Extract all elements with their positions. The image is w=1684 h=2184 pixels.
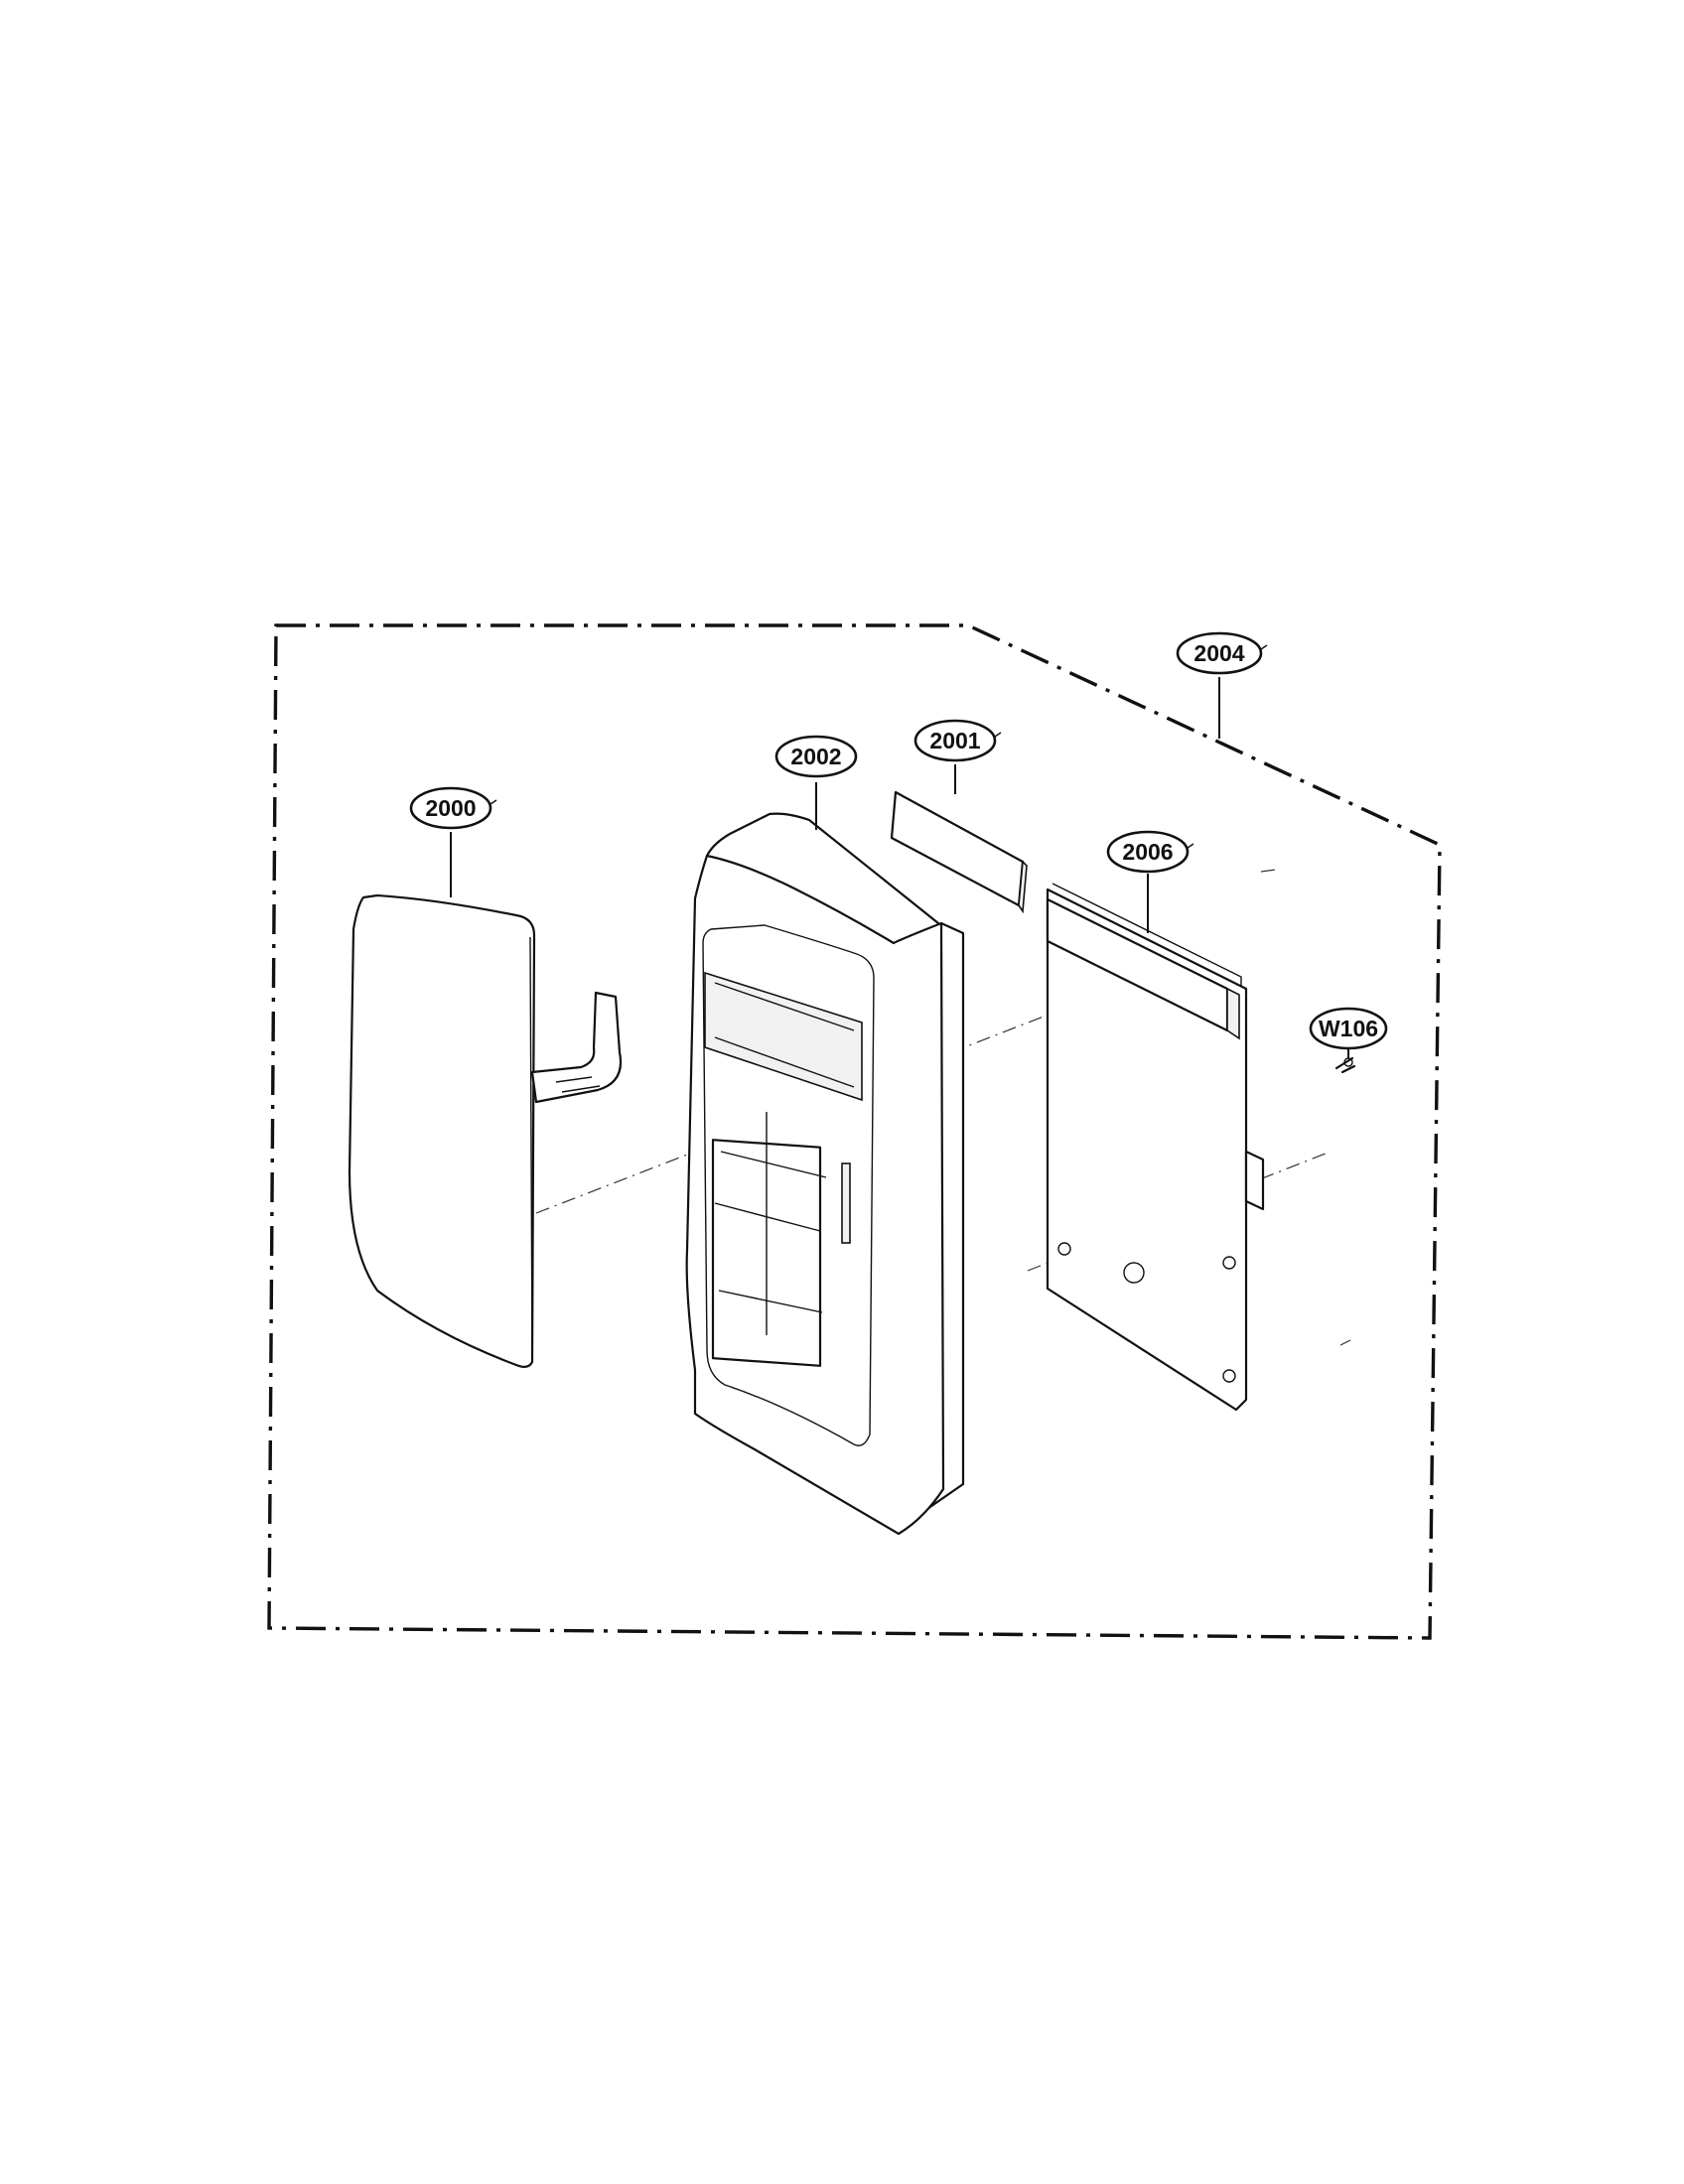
callout-2000: 2000 bbox=[409, 786, 492, 830]
svg-text:W106: W106 bbox=[1319, 1016, 1378, 1041]
callout-2004: 2004 bbox=[1176, 631, 1263, 675]
svg-text:2000: 2000 bbox=[425, 795, 476, 821]
housing-part bbox=[685, 812, 965, 1536]
callout-2006: 2006 bbox=[1106, 830, 1190, 874]
window-film-part bbox=[890, 790, 1028, 914]
pcb-hole bbox=[1057, 1242, 1071, 1256]
screw-part bbox=[1334, 1056, 1356, 1074]
key-pad-part bbox=[348, 893, 623, 1369]
display-window bbox=[704, 971, 863, 1102]
svg-text:2004: 2004 bbox=[1193, 640, 1244, 666]
svg-text:2001: 2001 bbox=[929, 728, 980, 753]
svg-text:2002: 2002 bbox=[790, 744, 841, 769]
assembly-boundary bbox=[267, 623, 1442, 1640]
pcb-hole bbox=[1123, 1262, 1145, 1284]
callout-2002: 2002 bbox=[774, 735, 858, 778]
side-slot bbox=[841, 1162, 851, 1244]
svg-text:2006: 2006 bbox=[1122, 839, 1173, 865]
flex-cable bbox=[530, 991, 623, 1104]
pcb-hole bbox=[1222, 1256, 1236, 1270]
pcb-part bbox=[1046, 883, 1265, 1412]
balloon-tails bbox=[490, 644, 1268, 849]
callout-w106: W106 bbox=[1309, 1007, 1388, 1050]
pcb-hole bbox=[1222, 1369, 1236, 1383]
leader-lines bbox=[450, 677, 1349, 1058]
callout-2001: 2001 bbox=[913, 719, 997, 762]
